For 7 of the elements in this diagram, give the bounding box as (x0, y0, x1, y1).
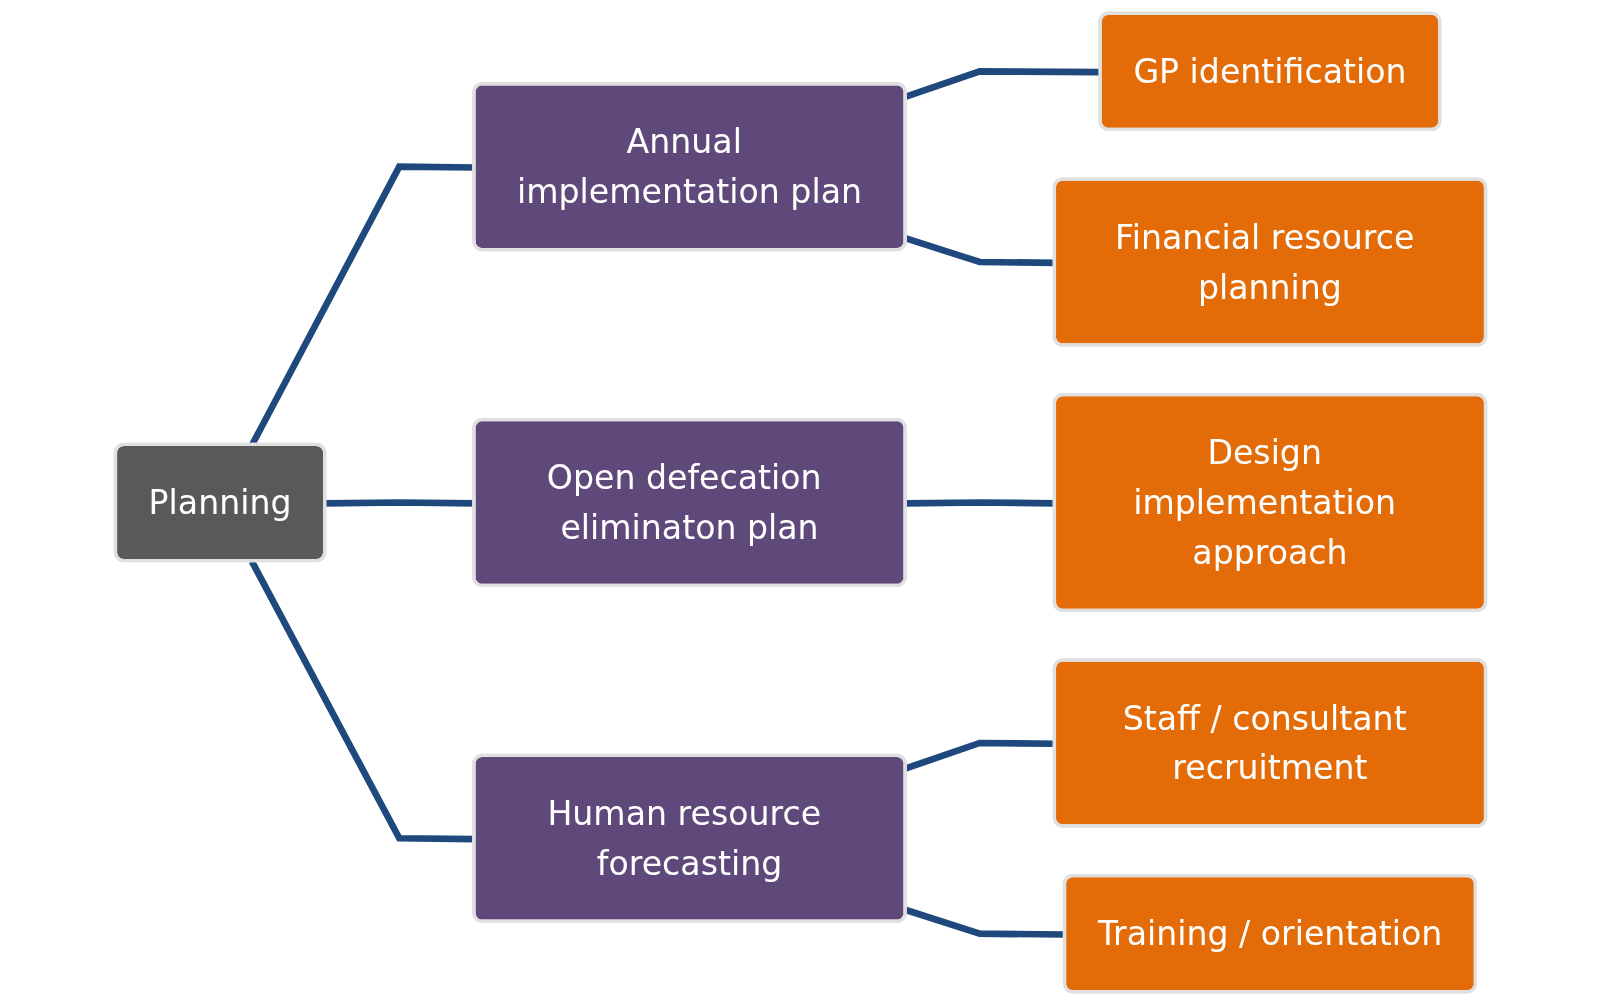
connector (905, 499, 1056, 507)
connector (904, 68, 1102, 100)
connector (248, 559, 475, 843)
connector (325, 499, 475, 507)
connector (904, 235, 1056, 267)
connector (904, 739, 1056, 772)
connector (904, 906, 1066, 938)
